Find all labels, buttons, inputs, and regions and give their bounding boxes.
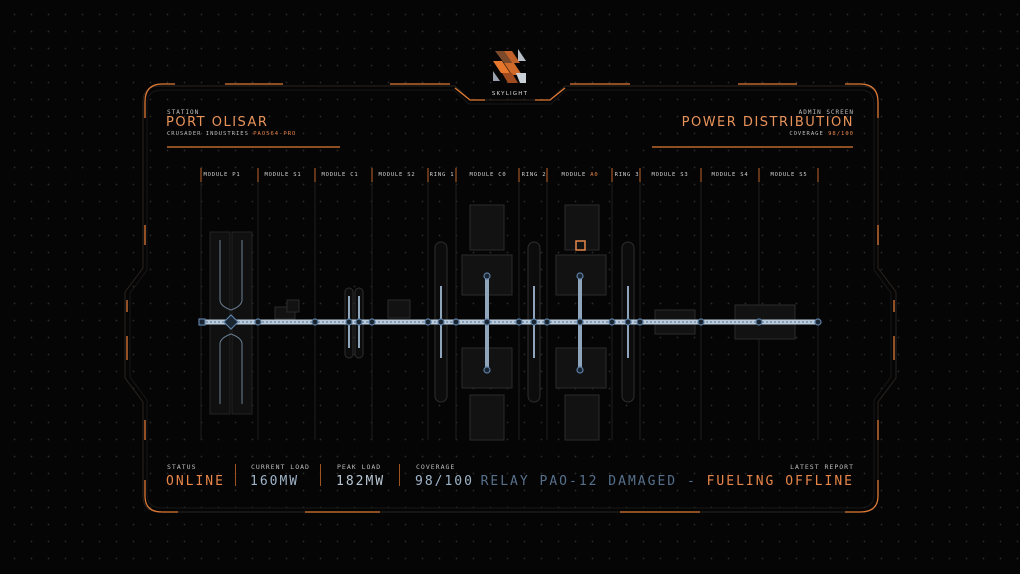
module-label-s2[interactable]: MODULE S2 bbox=[378, 172, 416, 178]
current-load-value: 160MW bbox=[250, 474, 300, 489]
header-coverage: COVERAGE 98/100 bbox=[789, 131, 854, 137]
module-label-s1[interactable]: MODULE S1 bbox=[264, 172, 302, 178]
coverage-value: 98/100 bbox=[415, 474, 474, 489]
station-name: PORT OLISAR bbox=[166, 115, 269, 130]
skylight-logo-icon bbox=[493, 49, 526, 83]
module-label-ring1[interactable]: RING 1 bbox=[429, 172, 455, 178]
report-message: RELAY PAO-12 DAMAGED bbox=[480, 474, 678, 489]
screen-title: POWER DISTRIBUTION bbox=[681, 115, 854, 130]
module-label-c1[interactable]: MODULE C1 bbox=[321, 172, 359, 178]
module-label-s3[interactable]: MODULE S3 bbox=[651, 172, 689, 178]
station-caption: STATION bbox=[167, 109, 200, 116]
relay-nodes bbox=[198, 272, 822, 374]
header-coverage-label: COVERAGE bbox=[789, 131, 824, 137]
peak-load-value: 182MW bbox=[336, 474, 386, 489]
module-label-ring2[interactable]: RING 2 bbox=[521, 172, 547, 178]
status-value: ONLINE bbox=[166, 474, 225, 489]
stat-divider bbox=[320, 464, 321, 486]
report-separator: - bbox=[686, 474, 697, 489]
stat-divider bbox=[235, 464, 236, 486]
coverage-label: COVERAGE bbox=[416, 463, 456, 471]
module-label-s4[interactable]: MODULE S4 bbox=[711, 172, 749, 178]
skylight-logo: SKYLIGHT bbox=[490, 47, 530, 97]
latest-report-label: LATEST REPORT bbox=[790, 463, 854, 471]
module-dividers bbox=[200, 168, 819, 440]
module-label-p1[interactable]: MODULE P1 bbox=[203, 172, 241, 178]
module-label-s5[interactable]: MODULE S5 bbox=[770, 172, 808, 178]
stat-divider bbox=[399, 464, 400, 486]
station-owner: CRUSADER INDUSTRIES PAO564-PRO bbox=[167, 131, 296, 137]
peak-load-label: PEAK LOAD bbox=[337, 463, 382, 471]
current-load-label: CURRENT LOAD bbox=[251, 463, 310, 471]
damaged-relay-marker[interactable] bbox=[575, 240, 586, 251]
module-label-a0[interactable]: MODULE A0 bbox=[561, 172, 599, 178]
latest-report[interactable]: RELAY PAO-12 DAMAGED - FUELING OFFLINE bbox=[481, 474, 854, 489]
skylight-wordmark: SKYLIGHT bbox=[491, 91, 529, 97]
header-coverage-value: 98/100 bbox=[828, 131, 854, 137]
station-owner-name: CRUSADER INDUSTRIES bbox=[167, 131, 249, 137]
module-label-c0[interactable]: MODULE C0 bbox=[469, 172, 507, 178]
report-alert: FUELING OFFLINE bbox=[706, 474, 854, 489]
status-label: STATUS bbox=[167, 463, 197, 471]
module-label-ring3[interactable]: RING 3 bbox=[614, 172, 640, 178]
station-code: PAO564-PRO bbox=[253, 131, 297, 137]
admin-caption: ADMIN SCREEN bbox=[798, 109, 854, 116]
